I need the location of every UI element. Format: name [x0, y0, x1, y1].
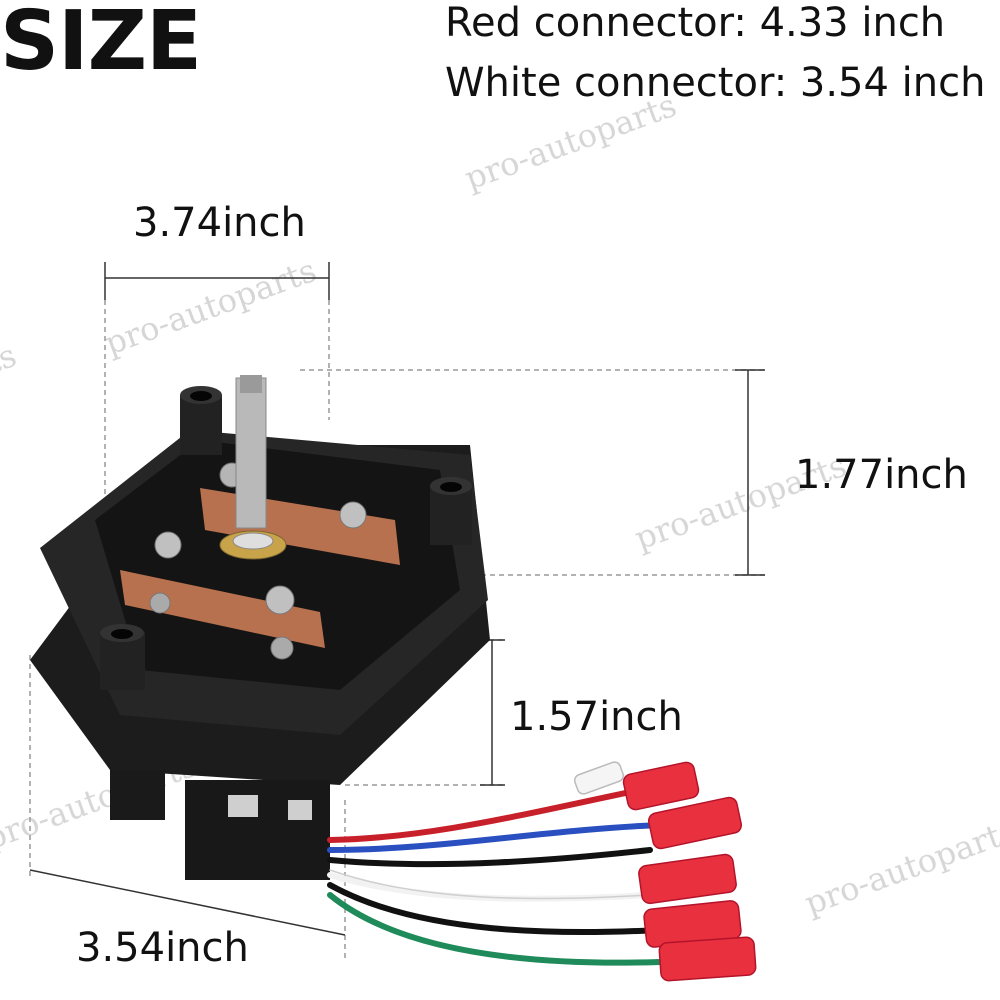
- bottom-width-label: 3.54inch: [76, 925, 249, 971]
- page-title: SIZE: [0, 0, 202, 89]
- side-height-label: 1.57inch: [510, 694, 683, 740]
- right-height-label: 1.77inch: [795, 452, 968, 498]
- connector: [658, 936, 757, 982]
- white-connector-spec: White connector: 3.54 inch: [445, 60, 986, 106]
- spade-connectors: [573, 761, 757, 982]
- shaft: [219, 375, 287, 560]
- connector: [647, 796, 743, 850]
- connector-red: [622, 761, 700, 811]
- wire-bundle: [327, 787, 663, 966]
- connector-white: [573, 761, 625, 795]
- red-connector-spec: Red connector: 4.33 inch: [445, 0, 946, 46]
- connector: [638, 853, 737, 905]
- top-width-label: 3.74inch: [133, 200, 306, 246]
